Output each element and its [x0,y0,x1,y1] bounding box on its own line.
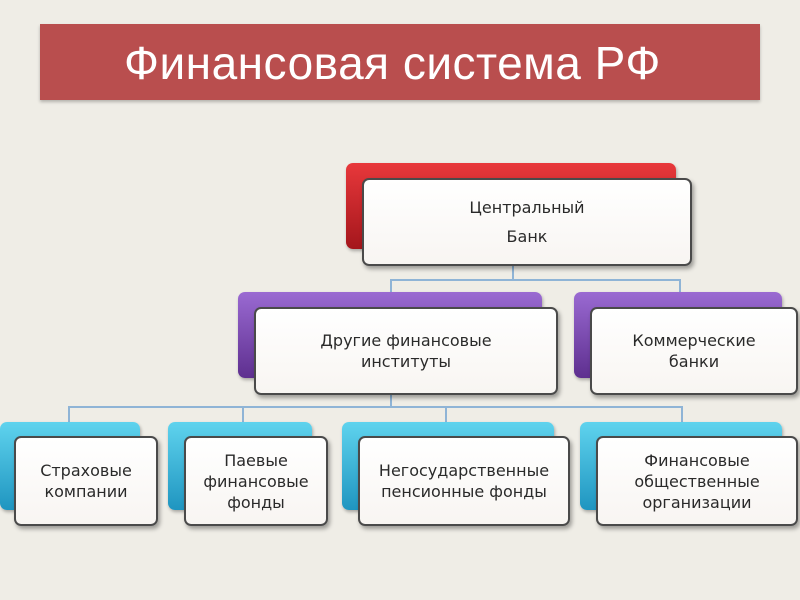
node-label: Центральный [469,198,585,217]
connector [390,279,392,293]
node-label: организации [642,492,752,512]
connector [242,406,244,424]
connector [390,279,680,281]
connector [445,406,447,424]
node-label: общественные [634,471,760,491]
node-card: Финансовые общественные организации [596,436,798,526]
node-card: Другие финансовые институты [254,307,558,395]
connector [390,393,392,407]
node-label: институты [360,352,452,371]
node-label: фонды [227,492,285,512]
node-label: банки [668,352,720,371]
node-label: Другие финансовые [320,331,492,350]
node-label: компании [44,482,128,501]
connector [68,406,70,424]
node-label: финансовые [203,471,309,491]
node-card: Негосударственные пенсионные фонды [358,436,570,526]
connector [512,264,514,280]
node-label: Финансовые [644,450,750,470]
title-banner: Финансовая система РФ [40,24,760,100]
node-label: Страховые [40,461,132,480]
node-card: Страховые компании [14,436,158,526]
node-card: Центральный Банк [362,178,692,266]
connector [679,279,681,293]
connector [681,406,683,424]
page-title: Финансовая система РФ [124,37,661,89]
node-card: Паевые финансовые фонды [184,436,328,526]
node-label: Паевые [224,450,288,470]
node-label: Банк [506,227,548,246]
node-label: Негосударственные [378,461,550,480]
node-label: пенсионные фонды [381,482,547,501]
connector [68,406,683,408]
node-card: Коммерческие банки [590,307,798,395]
node-label: Коммерческие [632,331,756,350]
